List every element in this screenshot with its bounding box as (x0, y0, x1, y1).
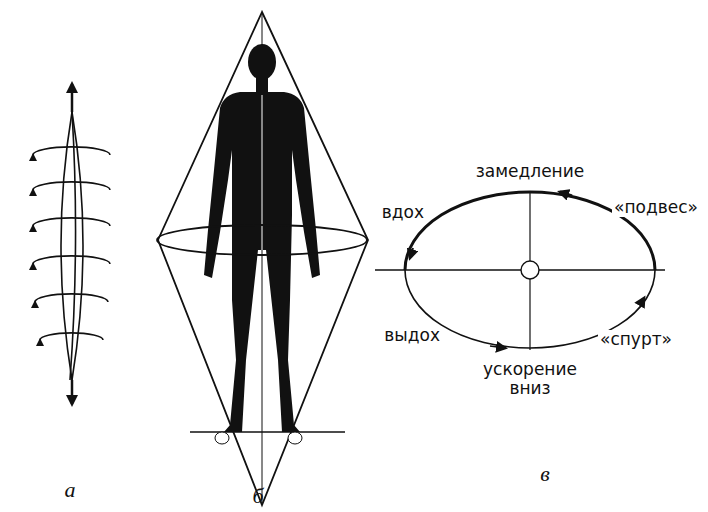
figure-letter: а (63, 478, 78, 502)
phase-label: вдох (380, 203, 426, 222)
phase-label: «спурт» (598, 330, 674, 349)
spindle-figure (33, 84, 110, 404)
figure-letter: б (250, 484, 265, 508)
human-diamond-figure (157, 12, 368, 505)
phase-label: «подвес» (612, 198, 700, 217)
phase-label: замедление (474, 162, 586, 181)
figure-letter: в (538, 462, 552, 486)
phase-label: выдох (382, 326, 442, 345)
phase-label: ускорение вниз (473, 360, 587, 397)
